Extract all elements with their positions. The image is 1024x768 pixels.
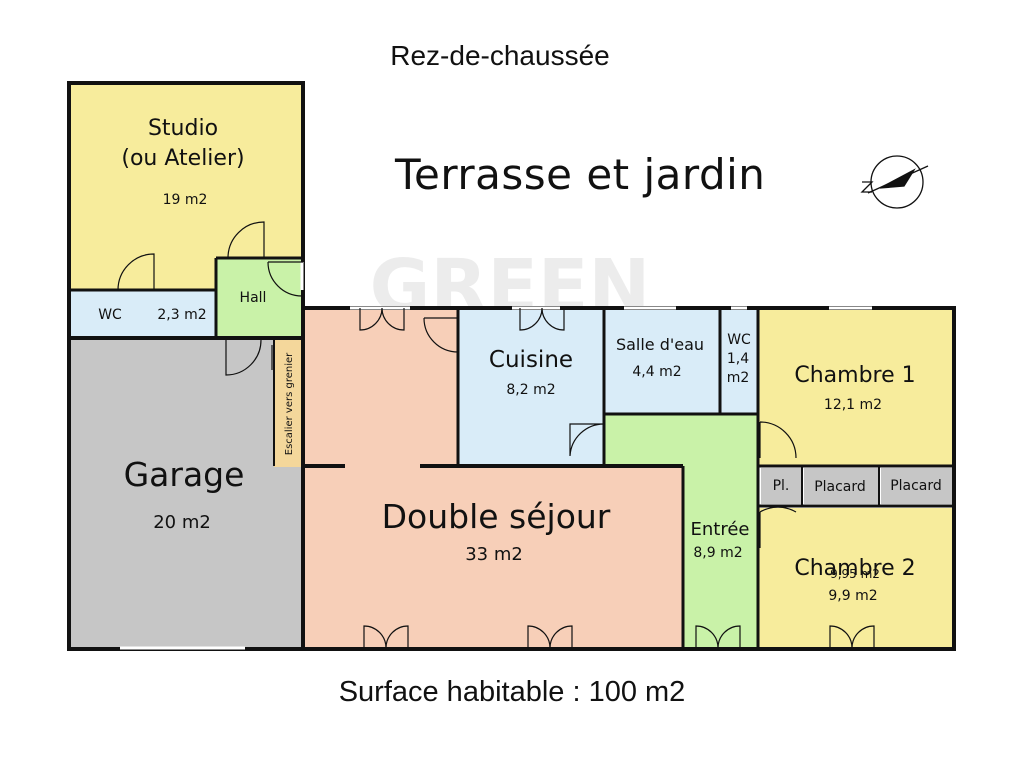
wc-left-name: WC xyxy=(98,307,122,323)
room-entree-upper xyxy=(604,414,758,464)
wc-right-name: WC xyxy=(727,332,751,348)
room-sejour xyxy=(303,464,683,649)
placard-2 xyxy=(881,468,953,504)
cuisine-area: 8,2 m2 xyxy=(506,382,555,398)
hall-name: Hall xyxy=(240,290,267,306)
placard-pl-label: Pl. xyxy=(773,478,790,494)
chambre1-area: 12,1 m2 xyxy=(824,397,882,413)
cuisine-name: Cuisine xyxy=(489,347,573,373)
salle-eau-name: Salle d'eau xyxy=(616,335,704,354)
room-chambre2 xyxy=(758,508,954,649)
room-salle-eau xyxy=(604,308,720,414)
room-hall xyxy=(216,258,303,338)
chambre1-name: Chambre 1 xyxy=(794,363,915,388)
garage-name: Garage xyxy=(124,455,245,494)
studio-area: 19 m2 xyxy=(163,192,208,208)
chambre2-overlap-area: 9,95 m2 xyxy=(830,567,880,581)
sejour-name: Double séjour xyxy=(382,497,611,536)
wc-right-area-line1: 1,4 xyxy=(727,351,749,367)
compass-icon xyxy=(860,155,929,209)
placard-1 xyxy=(804,468,878,504)
room-entree xyxy=(683,464,758,649)
entree-area: 8,9 m2 xyxy=(693,545,742,561)
placard-2-label: Placard xyxy=(890,478,942,494)
room-sejour-upper xyxy=(303,308,458,468)
room-garage xyxy=(69,338,303,649)
wc-right-area-line2: m2 xyxy=(727,370,750,386)
chambre2-name: Chambre 2 xyxy=(794,556,915,581)
total-area: Surface habitable : 100 m2 xyxy=(338,676,686,708)
placard-pl xyxy=(761,468,801,504)
room-wc-right xyxy=(720,308,758,414)
outdoor-label: Terrasse et jardin xyxy=(395,150,766,199)
garage-area: 20 m2 xyxy=(153,512,211,533)
studio-name-line1: Studio xyxy=(148,116,218,141)
room-wc-left xyxy=(69,290,216,338)
chambre2-area: 9,9 m2 xyxy=(828,588,877,604)
room-labels: Studio (ou Atelier) 19 m2 WC 2,3 m2 Hall… xyxy=(98,116,942,604)
floor-title: Rez-de-chaussée xyxy=(390,40,610,71)
doors xyxy=(117,221,875,649)
staircase xyxy=(274,340,303,467)
wc-left-area: 2,3 m2 xyxy=(157,307,206,323)
studio-name-line2: (ou Atelier) xyxy=(121,146,244,171)
sejour-area: 33 m2 xyxy=(465,544,523,565)
stairs-label: Escalier vers grenier xyxy=(284,352,295,455)
placard-1-label: Placard xyxy=(814,479,866,495)
room-cuisine xyxy=(458,308,604,464)
salle-eau-area: 4,4 m2 xyxy=(632,364,681,380)
entree-name: Entrée xyxy=(691,519,750,540)
